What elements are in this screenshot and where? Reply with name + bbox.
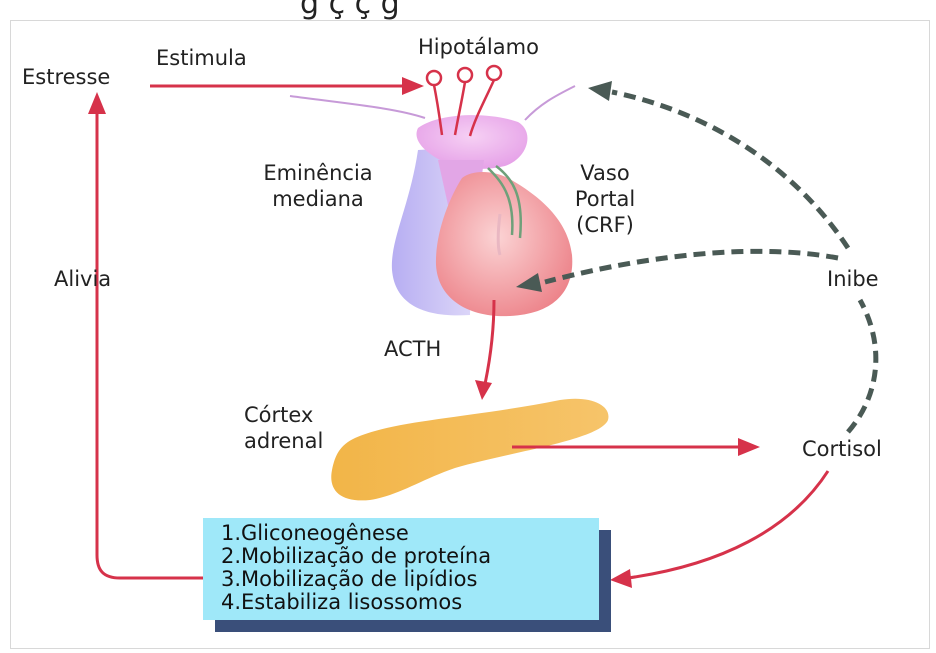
- label-eminencia-line1: Eminência: [248, 160, 388, 186]
- inhibit-pituitary-line: [545, 251, 838, 282]
- inhibitory-feedback: [545, 92, 876, 432]
- label-vaso-line2: Portal: [560, 186, 650, 212]
- cortisol-to-effects-line: [628, 471, 828, 578]
- effect-item: 3.Mobilização de lipídios: [221, 568, 599, 591]
- hypothalamus-outline: [290, 86, 575, 120]
- adrenal-cortex-shape: [331, 399, 608, 501]
- effect-item: 1.Gliconeogênese: [221, 522, 599, 545]
- label-acth: ACTH: [384, 336, 441, 362]
- inhibit-hypothalamus-arrowhead: [588, 81, 612, 101]
- label-eminencia-mediana: Eminência mediana: [248, 160, 388, 212]
- label-alivia: Alivia: [54, 266, 111, 292]
- label-inibe: Inibe: [827, 266, 879, 292]
- effect-item: 2.Mobilização de proteína: [221, 545, 599, 568]
- label-estresse: Estresse: [22, 64, 110, 90]
- label-cortisol: Cortisol: [802, 436, 882, 462]
- label-vaso-portal: Vaso Portal (CRF): [560, 160, 650, 238]
- effect-item: 4.Estabiliza lisossomos: [221, 591, 599, 614]
- effects-arrowhead: [610, 569, 632, 588]
- label-hipotalamo: Hipotálamo: [418, 34, 539, 60]
- cortisol-arrowhead: [738, 438, 760, 456]
- cortisol-effects-box: 1.Gliconeogênese 2.Mobilização de proteí…: [203, 518, 599, 620]
- label-cortex-line1: Córtex: [244, 402, 323, 428]
- label-cortex-line2: adrenal: [244, 428, 323, 454]
- label-eminencia-line2: mediana: [248, 186, 388, 212]
- cortisol-to-inhibe-line: [848, 300, 876, 432]
- pituitary-gland: [436, 172, 572, 316]
- acth-arrowhead: [475, 380, 492, 400]
- label-vaso-line1: Vaso: [560, 160, 650, 186]
- label-estimula: Estimula: [156, 45, 247, 71]
- stimulates-arrowhead: [402, 77, 424, 95]
- relief-arrow-line: [97, 112, 205, 578]
- label-vaso-line3: (CRF): [560, 212, 650, 238]
- relief-arrowhead: [88, 92, 106, 114]
- label-cortex-adrenal: Córtex adrenal: [244, 402, 323, 454]
